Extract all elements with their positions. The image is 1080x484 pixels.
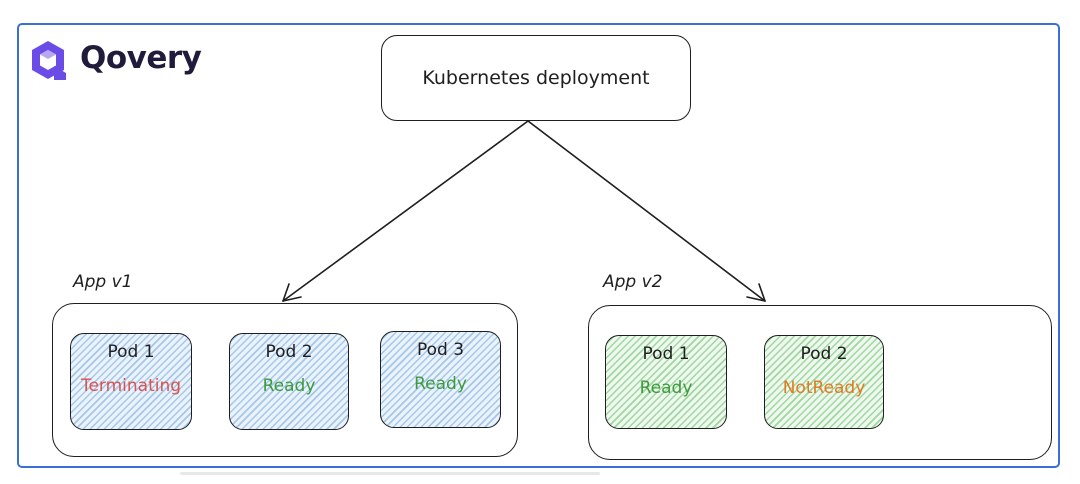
arrow-head-v2-b (758, 283, 766, 302)
pod-status: Ready (262, 376, 316, 396)
pod-status: Terminating (80, 376, 182, 396)
pod-status: Ready (414, 374, 467, 394)
arrow-head-v2-a (746, 296, 766, 302)
qovery-logo: Qovery (26, 38, 202, 84)
pod-name: Pod 1 (642, 344, 690, 364)
app-v1-pod-2: Pod 2 Ready (229, 333, 349, 430)
brand-name: Qovery (80, 40, 202, 76)
pod-status: NotReady (782, 378, 866, 398)
app-v2-pod-2: Pod 2 NotReady (764, 335, 884, 429)
app-v2-pod-1: Pod 1 Ready (605, 335, 727, 429)
kubernetes-deployment-box: Kubernetes deployment (381, 35, 691, 121)
arrow-head-v1-b (282, 296, 302, 302)
pod-name: Pod 2 (265, 342, 313, 362)
arrow-to-app-v1 (282, 120, 529, 302)
app-v1-pod-3: Pod 3 Ready (380, 331, 501, 428)
qovery-logo-icon (32, 41, 66, 80)
bottom-shadow-line (180, 472, 600, 475)
app-v2-label: App v2 (603, 272, 663, 292)
deployment-label: Kubernetes deployment (422, 67, 650, 89)
arrow-head-v1-a (282, 283, 290, 302)
app-v1-pod-1: Pod 1 Terminating (70, 333, 192, 430)
arrow-to-app-v2 (527, 120, 766, 302)
pod-status: Ready (639, 378, 693, 398)
pod-name: Pod 1 (107, 342, 155, 362)
app-v1-label: App v1 (73, 272, 133, 292)
pod-name: Pod 2 (800, 344, 848, 364)
pod-name: Pod 3 (416, 340, 465, 360)
